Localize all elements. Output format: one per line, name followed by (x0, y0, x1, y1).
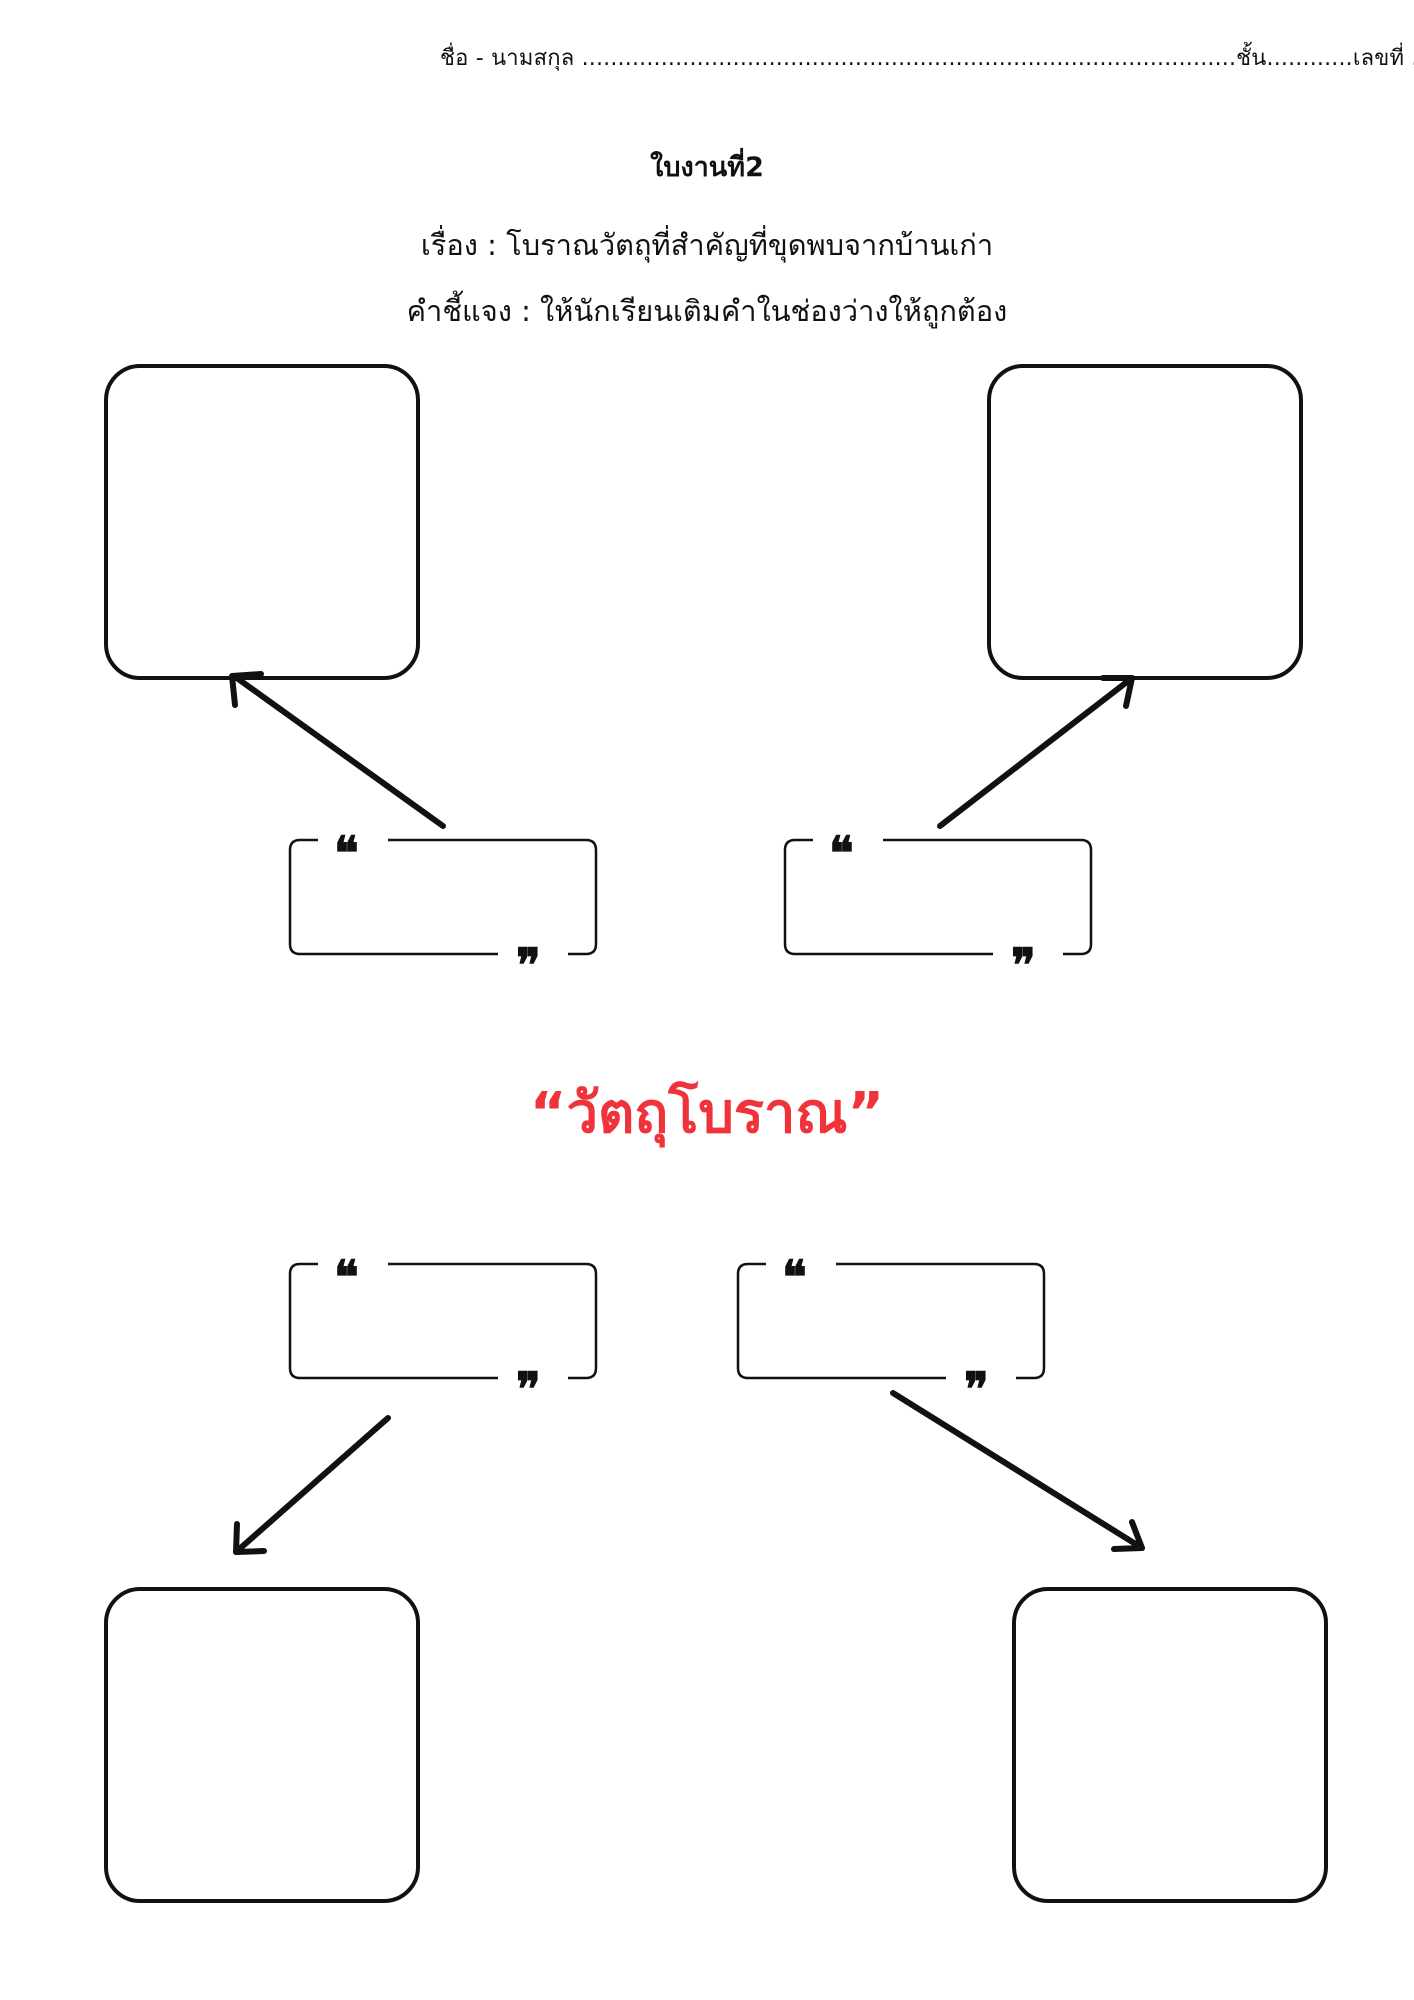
quote-frame-outline (783, 838, 1093, 956)
worksheet-title: ใบงานที่2 (650, 152, 764, 183)
worksheet-instruction: คำชี้แจง : ให้นักเรียนเติมคำในช่องว่างให… (406, 294, 1008, 328)
open-quote-icon: ❝ (782, 1250, 807, 1304)
close-quote-icon: ❞ (516, 1362, 541, 1416)
student-info-line: ชื่อ - นามสกุล .........................… (440, 46, 1414, 71)
quote-frame-top-right[interactable]: ❝ ❞ (783, 830, 1093, 988)
quote-frame-bottom-left[interactable]: ❝ ❞ (288, 1254, 598, 1412)
quote-frame-outline (288, 1262, 598, 1380)
open-quote-icon: ❝ (829, 826, 854, 880)
quote-frame-bottom-right[interactable]: ❝ ❞ (736, 1254, 1046, 1412)
close-quote-icon: ❞ (964, 1362, 989, 1416)
quote-frame-top-left[interactable]: ❝ ❞ (288, 830, 598, 988)
open-quote-icon: ❝ (334, 1250, 359, 1304)
answer-box-top-right[interactable] (987, 364, 1303, 680)
center-topic-word: “วัตถุโบราณ” (529, 1081, 885, 1146)
worksheet-subject: เรื่อง : โบราณวัตถุที่สำคัญที่ขุดพบจากบ้… (420, 228, 994, 262)
answer-box-top-left[interactable] (104, 364, 420, 680)
quote-frame-outline (736, 1262, 1046, 1380)
close-quote-icon: ❞ (1011, 938, 1036, 992)
answer-box-bottom-left[interactable] (104, 1587, 420, 1903)
open-quote-icon: ❝ (334, 826, 359, 880)
answer-box-bottom-right[interactable] (1012, 1587, 1328, 1903)
arrow-to-bottom-right-icon (890, 1390, 1145, 1552)
quote-frame-outline (288, 838, 598, 956)
arrow-to-top-left-icon (229, 671, 446, 829)
close-quote-icon: ❞ (516, 938, 541, 992)
arrow-to-top-right-icon (937, 675, 1135, 829)
arrow-to-bottom-left-icon (233, 1415, 391, 1555)
